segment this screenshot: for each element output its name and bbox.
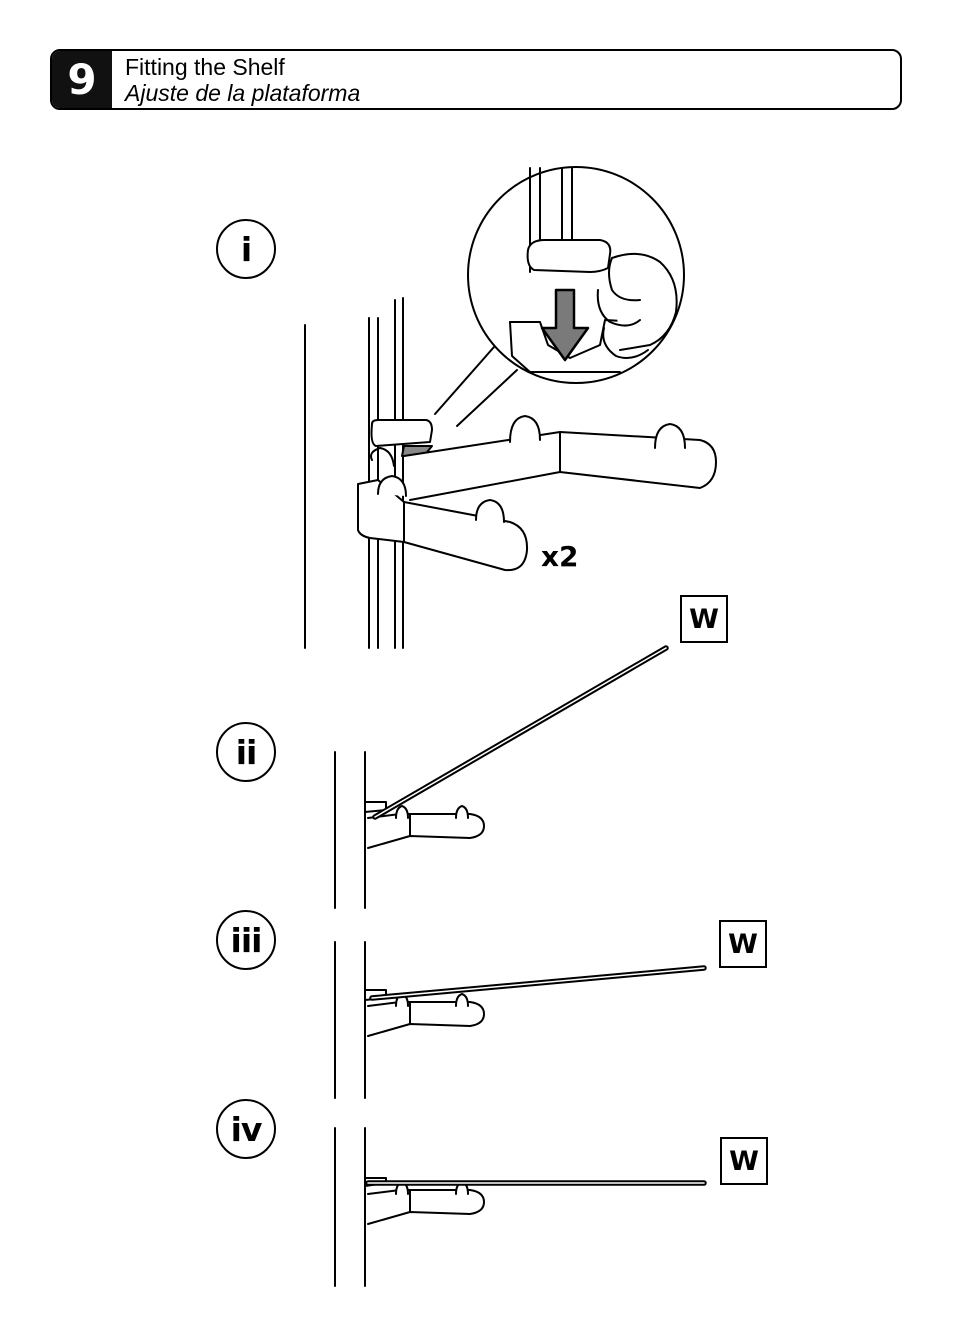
step-header: 9 Fitting the Shelf Ajuste de la platafo…	[50, 49, 902, 110]
title-english: Fitting the Shelf	[125, 54, 285, 80]
step-badge-i: i	[216, 219, 276, 279]
step-i-illustration	[304, 166, 717, 649]
part-w-label-iii: W	[719, 920, 767, 968]
step-badge-iv: iv	[216, 1099, 276, 1159]
step-iii-illustration	[334, 941, 707, 1099]
part-w-label-iv: W	[720, 1137, 768, 1185]
quantity-label: x2	[541, 540, 579, 573]
step-iv-illustration	[334, 1127, 707, 1287]
step-badge-ii: ii	[216, 722, 276, 782]
step-number: 9	[52, 51, 112, 108]
step-ii-illustration	[334, 645, 669, 909]
part-w-label-ii: W	[680, 595, 728, 643]
title-spanish: Ajuste de la plataforma	[125, 80, 361, 106]
step-badge-iii: iii	[216, 910, 276, 970]
